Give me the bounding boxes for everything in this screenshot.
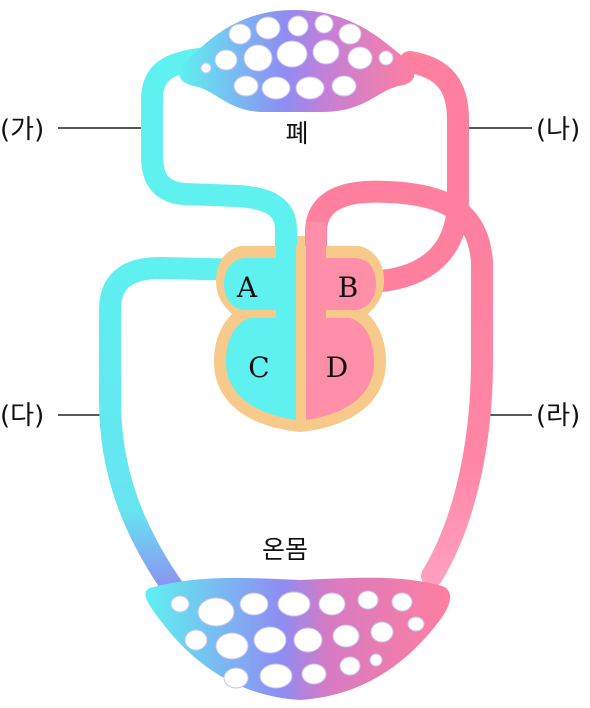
vessel-ga [141,47,297,341]
vessel-da [99,257,259,603]
vessel-label-ra: (라) [536,401,580,431]
chamber-c [226,318,296,420]
vessel-na [357,51,469,293]
body-capillary-holes [170,590,425,689]
lung-capillary-bed [179,10,415,112]
vessel-label-da: (다) [0,401,44,431]
chamber-label-c: C [248,351,269,384]
body-capillary-bed [145,577,451,700]
chamber-a [224,258,286,310]
vessel-ra [305,180,493,587]
chamber-b [316,258,376,310]
stub-ra [306,222,326,322]
chamber-label-d: D [326,351,348,384]
chamber-label-b: B [338,271,359,304]
vessel-label-na: (나) [536,115,580,145]
lung-capillary-holes [200,14,394,100]
vessel-label-ga: (가) [0,115,44,145]
chamber-d [306,318,374,420]
vessels [99,47,493,603]
body-label: 온몸 [262,535,308,564]
stub-ga [276,222,296,322]
chamber-label-a: A [236,271,258,304]
lung-label: 폐 [285,119,308,148]
heart [214,222,386,432]
